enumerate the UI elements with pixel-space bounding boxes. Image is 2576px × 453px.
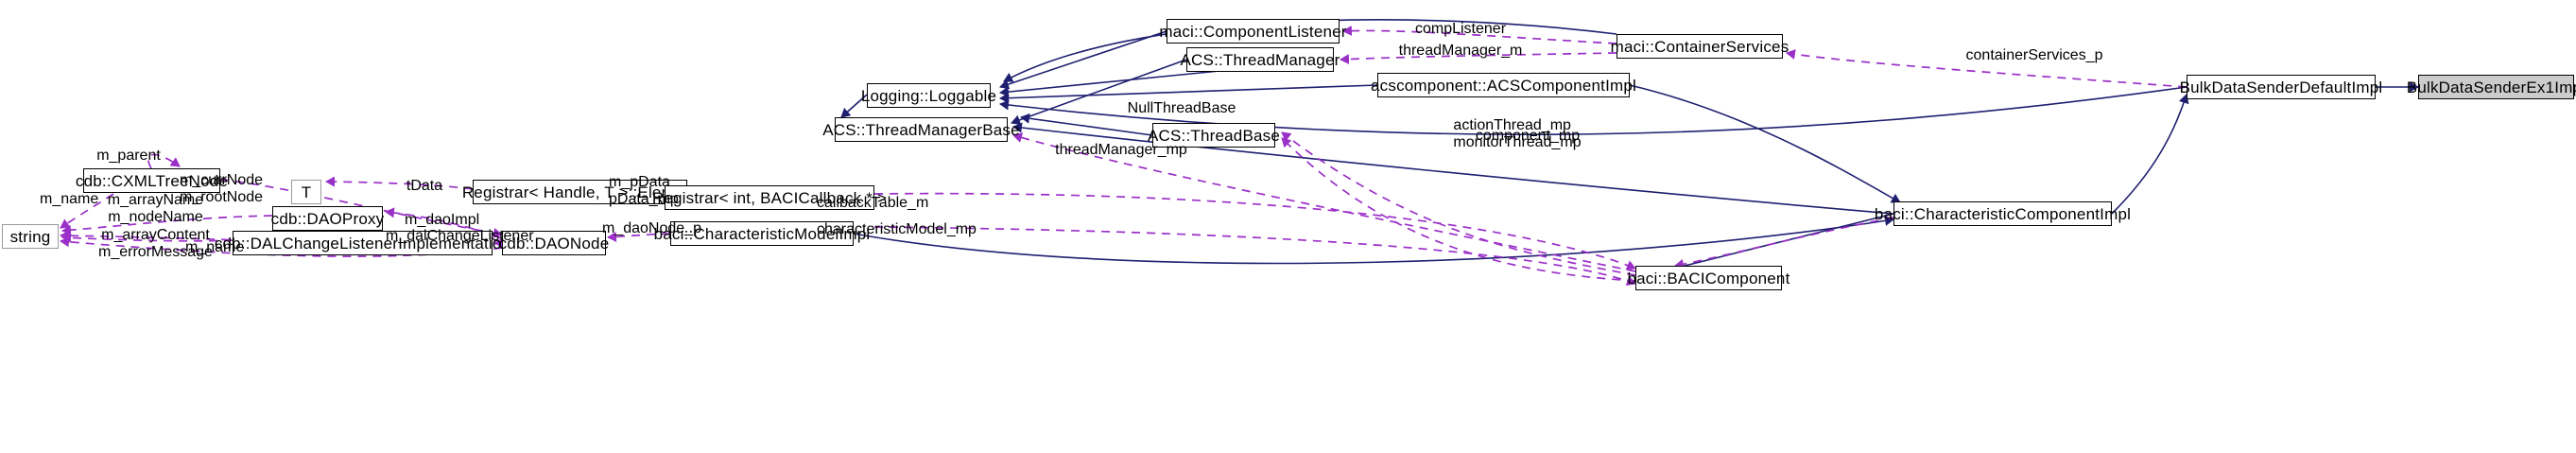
node-baci-characteristicmodelimpl[interactable]: baci::CharacteristicModelImpl (654, 221, 870, 246)
node-template-t[interactable]: T (291, 180, 321, 204)
node-label: string (9, 227, 51, 246)
node-bulkdatasenderex1impl[interactable]: BulkDataSenderEx1Impl (2407, 75, 2576, 99)
node-registrar-handle-t-element[interactable]: Registrar< Handle, T >::Element (462, 180, 698, 204)
node-maci-containerservices[interactable]: maci::ContainerServices (1611, 34, 1789, 59)
node-string[interactable]: string (2, 224, 59, 249)
edge-label-complistener: compListener (1414, 21, 1507, 37)
node-maci-componentlistener[interactable]: maci::ComponentListener (1159, 19, 1346, 44)
node-acs-threadbase[interactable]: ACS::ThreadBase (1148, 123, 1280, 148)
node-label: baci::CharacteristicComponentImpl (1874, 204, 2132, 223)
node-logging-loggable[interactable]: Logging::Loggable (861, 83, 996, 108)
node-label: ACS::ThreadBase (1148, 126, 1281, 145)
node-label: Registrar< Handle, T >::Element (461, 183, 699, 201)
node-cdb-cxmltreenode[interactable]: cdb::CXMLTreeNode (76, 168, 228, 193)
edge-label-m-daonode-p: m_daoNode_p (602, 220, 701, 236)
node-label: cdb::CXMLTreeNode (75, 171, 229, 190)
node-bulkdatasenderdefaultimpl[interactable]: BulkDataSenderDefaultImpl (2180, 75, 2382, 99)
node-label: baci::BACIComponent (1627, 269, 1790, 287)
edge-label-callbacktable-m: callbackTable_m (817, 195, 929, 211)
edge-label-m-daoimpl: m_daoImpl (405, 212, 480, 228)
edge-label-containerservices-p: containerServices_p (1965, 47, 2103, 63)
edge-label-threadmanager-mp: threadManager_mp (1055, 142, 1187, 158)
edge-label-m-name-bottom: m_name (185, 239, 245, 255)
node-baci-characteristiccomponentimpl[interactable]: baci::CharacteristicComponentImpl (1875, 201, 2131, 226)
node-label: acscomponent::ACSComponentImpl (1371, 76, 1636, 95)
node-label: T (301, 183, 312, 201)
node-cdb-dalchangelistenerimplementation[interactable]: cdb::DALChangeListenerImplementation (215, 231, 510, 255)
node-label: cdb::DALChangeListenerImplementation (214, 234, 511, 253)
inheritance-edges-2 (853, 59, 2419, 282)
node-baci-bacicomponent[interactable]: baci::BACIComponent (1628, 266, 1789, 290)
edge-label-m-name-top: m_name (40, 191, 99, 207)
node-label: Logging::Loggable (860, 86, 997, 105)
edge-label-m-currnode-m-rootnode: m_currNode m_rootNode (180, 172, 264, 206)
edge-label-tdata: tData (406, 178, 443, 194)
node-registrar-int-bacicallback[interactable]: Registrar< int, BACICallback * > (652, 185, 887, 210)
edge-label-m-dalchangelistener: m_dalChangeListener (386, 228, 534, 244)
edge-label-threadmanager-m: threadManager_m (1398, 43, 1523, 59)
edge-label-actionthread-mp: actionThread_mp monitorThread_mp (1453, 117, 1582, 151)
edge-label-component-mp: component_mp (1475, 128, 1581, 144)
node-label: baci::CharacteristicModelImpl (653, 224, 871, 243)
node-acs-threadmanagerbase[interactable]: ACS::ThreadManagerBase (822, 117, 1020, 142)
edge-label-m-pdata-pdata-mp: m_pData pData_mp (609, 174, 679, 208)
node-acs-threadmanager[interactable]: ACS::ThreadManager (1181, 47, 1340, 72)
node-label: BulkDataSenderDefaultImpl (2179, 78, 2383, 96)
node-label: ACS::ThreadManager (1180, 50, 1340, 69)
node-label: ACS::ThreadManagerBase (822, 120, 1020, 139)
edge-label-cxmltreenode-members: m_arrayName m_nodeName m_arrayContent m_… (98, 192, 213, 261)
node-acscomponent-acscomponentimpl[interactable]: acscomponent::ACSComponentImpl (1371, 73, 1636, 97)
node-label: cdb::DAONode (498, 234, 610, 253)
edge-label-nullthreadbase: NullThreadBase (1127, 100, 1236, 116)
edge-label-characteristicmodel-mp: characteristicModel_mp (817, 221, 977, 237)
node-label: Registrar< int, BACICallback * > (651, 188, 888, 207)
node-label: maci::ComponentListener (1159, 22, 1347, 41)
edge-label-m-parent: m_parent (96, 148, 161, 164)
node-label: maci::ContainerServices (1610, 37, 1789, 56)
node-label: BulkDataSenderEx1Impl (2406, 78, 2576, 96)
node-cdb-daoproxy[interactable]: cdb::DAOProxy (270, 206, 385, 231)
node-label: cdb::DAOProxy (270, 209, 385, 228)
